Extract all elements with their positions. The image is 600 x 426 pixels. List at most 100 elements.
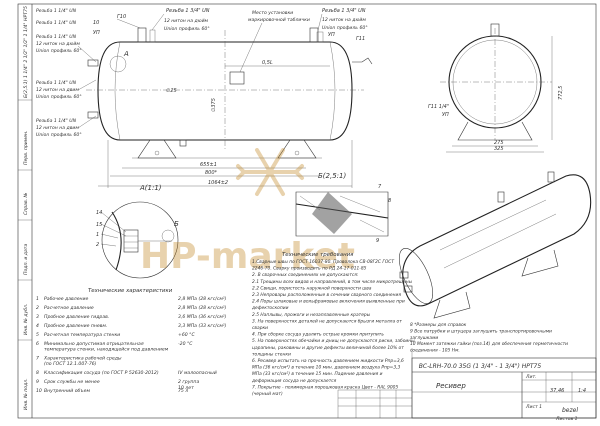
callout-up-left: УП: [93, 30, 100, 36]
callout-thread-top-left: Резьба 1 3/4" UN: [166, 8, 210, 14]
svg-text:Инв. № подл.: Инв. № подл.: [23, 378, 29, 410]
char-row-number: 9: [36, 379, 39, 385]
char-row-value: 3,3 МПа (33 кгс/см²): [178, 323, 227, 329]
iso-body: [402, 174, 592, 307]
left-stamp: Б(2,5:1) 1 1/4" 2 1/2" 1/2" 1 1/4" НРТ75…: [18, 6, 32, 410]
char-row-value: 2,8 МПа (28 кгс/см²): [178, 296, 227, 302]
char-row-value: +60 °С: [178, 332, 195, 338]
svg-text:12 нитон на двим: 12 нитон на двим: [36, 87, 79, 93]
marking-plate: [229, 71, 245, 85]
tech-req-line: 2.4 Поры шлаковые и вольфрамовые включен…: [252, 299, 405, 305]
char-row-number: 7: [36, 356, 39, 362]
char-row-number: 4: [36, 323, 39, 329]
detail-a-pos-14: 14: [96, 210, 102, 216]
dim-diam-25: ∅25: [166, 88, 177, 94]
tech-req-line: 7. Покрытие - полимерная порошковая крас…: [252, 384, 398, 390]
tech-req-line: (черный мат): [252, 391, 283, 397]
dim-655: 655±1: [200, 162, 217, 168]
callout-g11: Г11: [356, 36, 365, 42]
detail-a-pos-15: 15: [96, 222, 102, 228]
char-row-name: Расчетное давление: [44, 305, 94, 311]
char-row-name: Внутренний объем: [44, 388, 90, 394]
char-row-name: Классификация сосуда (по ГОСТ Р 52630-20…: [44, 370, 159, 376]
char-row-value: IV малоопасный: [178, 370, 217, 376]
svg-text:маркировочной таблички: маркировочной таблички: [248, 17, 310, 23]
tech-req-line: МПа (33 кгс/см²) в течение 15 мин. Паден…: [252, 371, 383, 377]
tech-note-line: 8 *Размеры для справок: [410, 322, 467, 328]
detail-b-view: Б(2,5:1) 7 8 9: [295, 172, 391, 244]
callout-pipe-a: 12 нитон на дюйм: [164, 18, 209, 24]
callout-thread-end: Г1: [428, 104, 434, 110]
char-row-name: Рабочее давление: [44, 296, 89, 302]
drawing-code: BC-LRH-70.0 35G (1 3/4" - 1 3/4") НРТ75: [419, 363, 542, 370]
detail-b-pos-9: 9: [376, 238, 379, 244]
tech-req-line: царапины, раковины и другие дефекты вели…: [252, 345, 404, 351]
detail-a-title: A(1:1): [139, 184, 162, 192]
callout-up: УП: [328, 32, 335, 38]
char-row-value: 2 группа: [178, 379, 199, 385]
tech-req-line: 4. При сборке сосуда удалить острые кром…: [252, 332, 384, 338]
char-row-name: Расчетная температура стенки: [44, 332, 120, 338]
title-block: BC-LRH-70.0 35G (1 3/4" - 1 3/4") НРТ75 …: [337, 348, 597, 422]
side-stamp-text: Б(2,5:1) 1 1/4" 2 1/2" 1/2" 1 1/4" НРТ75: [23, 6, 29, 98]
tech-req-line: 2.2 Свищи, пористость наружной поверхнос…: [252, 285, 372, 291]
tech-req-line: толщины стенки: [252, 352, 291, 357]
support-left: [137, 139, 177, 159]
tech-req-line: 2.5 Наплывы, прожоги и незаплавленные кр…: [252, 312, 371, 318]
sheets-total: Листов 1: [555, 416, 578, 422]
svg-text:12 ниток на дюйм: 12 ниток на дюйм: [322, 17, 366, 23]
tech-req-line: 2.1 Трещины всех видов и направлений, в …: [252, 279, 413, 285]
tech-req-line: 3. На поверхностях деталей не допускаютс…: [252, 318, 402, 324]
company-logo-text: bezel: [562, 407, 578, 414]
char-row-number: 5: [36, 332, 39, 338]
main-dimensions: 0,5L 655±1 800* 1064±2 ∅375 ∅25: [98, 60, 353, 188]
tech-req-line: 5. На поверхностях обечайки и днищ не до…: [252, 338, 416, 344]
tech-req-line: 2246-70. Сварку производить по РД 24-17-…: [252, 266, 367, 272]
isometric-view: [398, 171, 592, 319]
svg-text:Union профиль 60°: Union профиль 60°: [36, 132, 82, 138]
char-row-number: 10: [36, 388, 42, 394]
char-row-number: 2: [36, 305, 39, 311]
dim-325: 325: [494, 146, 504, 152]
weld-section: [312, 192, 352, 234]
svg-text:12 нитон на двим: 12 нитон на двим: [36, 125, 79, 131]
mass-value: 37,46: [550, 388, 564, 394]
dim-diam-375: ∅375: [211, 98, 217, 112]
dim-772-5: 772,5: [558, 86, 564, 100]
main-vessel-view: A: [86, 27, 373, 159]
watermark-text: HP-market: [140, 236, 355, 277]
char-row-name: Пробное давление пневм.: [44, 323, 107, 329]
callout-plate-place: Место установки: [252, 10, 293, 16]
char-row-name: Характеристика рабочей среды: [43, 356, 122, 362]
top-callouts: Г10 Резьба 1 3/4" UN 12 нитон на дюйм Un…: [93, 8, 368, 73]
svg-text:Справ. №: Справ. №: [23, 192, 29, 215]
svg-text:Union профиль 60°: Union профиль 60°: [36, 48, 82, 54]
callout-left-2: Резьба 1 1/4" UN: [36, 80, 77, 86]
tech-requirements: Технические требования 1.Сварные швы по …: [251, 252, 416, 397]
tech-note-line: 10 Момент затяжки гайки (поз.14) для обе…: [410, 341, 568, 347]
dim-275: 275: [494, 140, 504, 146]
detail-a-view: A(1:1) 14 15 1 2 Б: [96, 184, 179, 279]
tech-req-line: МПа (36 кгс/см²) в течение 10 мин. давле…: [252, 365, 401, 371]
end-view: 275 325 772,5 Г1 1 1/4" УП: [428, 23, 564, 153]
char-row-name: (по ГОСТ 12.1.007-76): [44, 361, 97, 367]
char-table-title: Технические характеристики: [88, 288, 173, 294]
svg-text:Union профиль 60°: Union профиль 60°: [322, 25, 368, 31]
tech-req-line: 2.3 Непровары расположенные в сечении св…: [252, 292, 401, 298]
char-row-name: Срок службы не менее: [44, 379, 100, 385]
char-row-name: температура стенки, находящейся под давл…: [44, 347, 169, 353]
left-callouts: Резьба 1 1/4" UN Резьба 1 1/4" UN 12 нит…: [36, 8, 97, 138]
iso-support-left: [433, 291, 471, 319]
lit-label: Лит.: [525, 374, 537, 380]
detail-a-pos-2: 2: [96, 242, 99, 248]
tech-req-line: дефектоскопии: [251, 305, 289, 311]
tech-req-line: сварки: [252, 326, 268, 331]
callout-left-3: Резьба 1 1/4" UN: [36, 118, 77, 124]
char-row-value: 10 лет: [178, 385, 194, 391]
callout-end-up: УП: [442, 112, 449, 118]
dim-0-5l: 0,5L: [262, 60, 273, 66]
tech-note-line: заглушками: [410, 336, 438, 341]
dim-800: 800*: [205, 170, 218, 176]
